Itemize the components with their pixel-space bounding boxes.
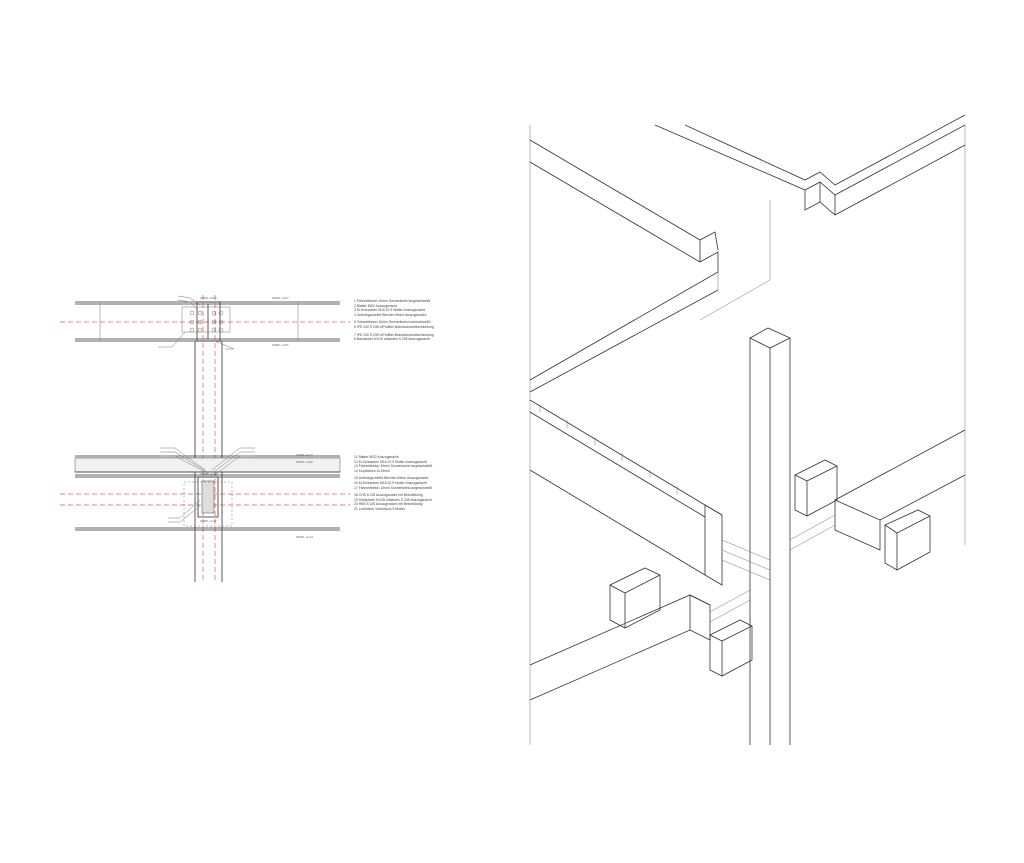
legend-item: 6 IPE 240 S 235 mProfilier Brandschutzbe… [354, 324, 434, 329]
legend-item: 5 Fahrzeitbeton 10mm Sonnenkreisl unters… [354, 320, 431, 325]
legend-bottom: 11 Blatter IBS2 Auszugsnacht 12 M-Schrau… [354, 455, 432, 512]
level-label: OKRF +0.07 [200, 296, 217, 300]
level-label: OKRF +4.14 [296, 535, 313, 539]
legend-item: 4 Unterlegscheibe Blechen Beton Auszugsn… [354, 312, 427, 317]
legend-item: 16 M-Schrauben M16 10.9 Mutter Auszugsna… [354, 480, 427, 485]
legend-item: 1 Fahrzeitbeton 10mm Sonnenkreisl angesc… [354, 299, 431, 303]
legend-item: 2 Blatter IBS2 Auszugsnacht [354, 303, 397, 308]
bolt-group [189, 310, 224, 333]
level-label: UKRF +4.37 [200, 519, 217, 523]
legend-item: 7 IPE 240 S 235 mProfilier Brandschutzbe… [354, 332, 434, 337]
legend-item: 8 Baudeckel 10x15 umlaufen S 235 Auszugs… [354, 337, 430, 342]
legend-item: 3 M-Schrauben M16 10.9 Mutter Auszugsnac… [354, 308, 425, 313]
legend-item: 18 CHS 8 235 Auszugsnacht mit Betonfüllu… [354, 493, 423, 498]
legend-item: 21 Lochblech Verschluss 5 Mutter [354, 506, 405, 511]
legend-item: 11 Blatter IBS2 Auszugsnacht [354, 455, 399, 459]
legend-item: 20 HEB 8 235 Auszugsnacht mit Betonfüllu… [354, 502, 423, 507]
level-label: OKRF +4.79 [200, 472, 217, 476]
legend-item: 15 Unterlegscheibe Blechen Beton Auszugs… [354, 476, 429, 481]
shear-studs [539, 404, 678, 494]
legend-item: 17 Fahrzeitbeton 10mm Sonnenkreisl anges… [354, 485, 433, 490]
isometric-view [529, 114, 966, 745]
legend-item: 13 Fahrzeitbeton 10mm Sonnenkreisl anges… [354, 464, 433, 469]
legend-item: 14 Kopfbolzen d=19mm [354, 468, 390, 473]
level-label: OKRF +0.07 [272, 296, 289, 300]
level-label: OKRF +4.02 [296, 460, 313, 464]
section-bottom: OKRF +4.07 OKRF +4.02 OKRF +4.79 UKRF +4… [60, 447, 350, 539]
bolt-guides [709, 514, 836, 623]
section-top: OKRF +0.07 OKRF +0.07 UKRF +0.07 [60, 295, 350, 582]
legend-item: 12 M-Schrauben M16 10.9 Mutter Auszugsna… [354, 459, 427, 464]
legend-top: 1 Fahrzeitbeton 10mm Sonnenkreisl angesc… [354, 299, 434, 342]
legend-item: 19 Stützplatte 10x15 umlaufen S 235 Ausz… [354, 497, 432, 502]
level-label: UKRF +0.07 [272, 343, 289, 347]
level-label: OKRF +4.07 [296, 453, 313, 457]
